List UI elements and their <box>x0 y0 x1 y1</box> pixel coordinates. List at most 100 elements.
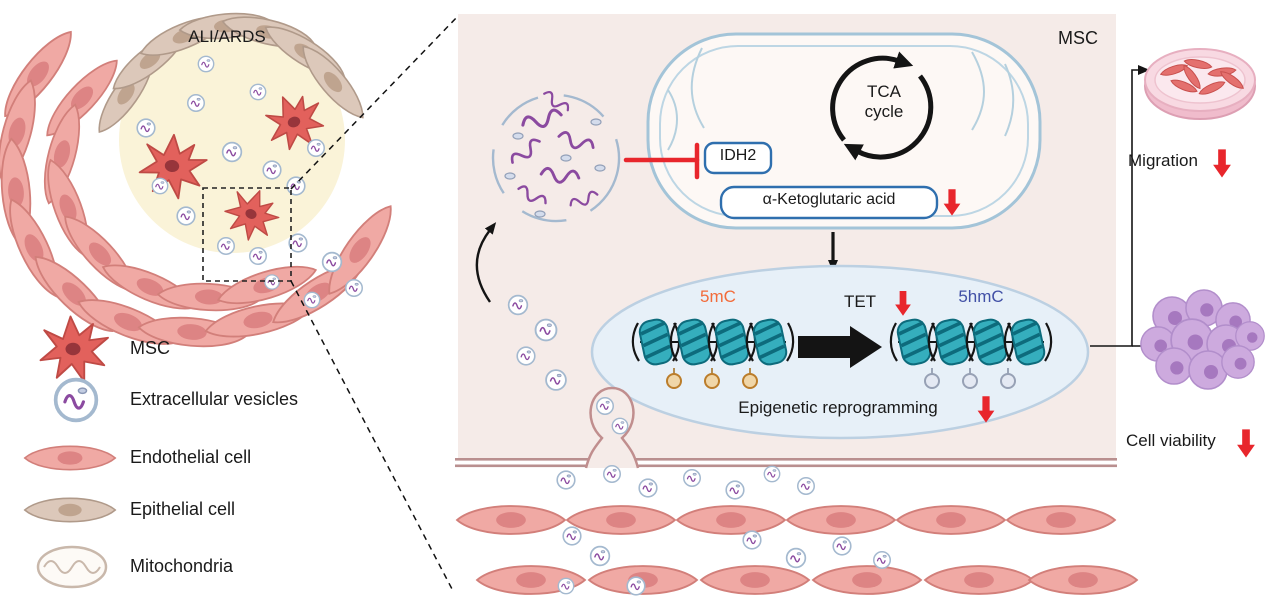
endothelial-cell-icon <box>1028 565 1138 595</box>
extracellular-vesicle-icon <box>611 417 629 435</box>
legend-label-msc: MSC <box>130 338 170 358</box>
extracellular-vesicle-icon <box>345 279 363 297</box>
mitochondria-icon <box>36 545 108 589</box>
alpha-kg-label: α-Ketoglutaric acid <box>762 191 896 208</box>
extracellular-vesicle-icon <box>262 160 282 180</box>
chromatin-5mc <box>631 315 795 389</box>
vesicle-cargo-dot <box>504 172 516 180</box>
extracellular-vesicle-icon <box>151 177 169 195</box>
ali-ards-illustration <box>0 6 460 590</box>
decrease-arrow-icon <box>1237 429 1255 458</box>
extracellular-vesicle-icon <box>516 346 536 366</box>
extracellular-vesicle-icon <box>321 251 343 273</box>
extracellular-vesicle-icon <box>562 526 582 546</box>
alpha-kg-box <box>719 185 939 220</box>
extracellular-vesicle-icon <box>197 55 215 73</box>
msc-panel-label: MSC <box>1058 28 1098 48</box>
spheroid-cell-icon <box>1155 347 1193 385</box>
idh2-label: IDH2 <box>719 147 757 164</box>
legend-label-extracellular-vesicles: Extracellular vesicles <box>130 389 299 409</box>
vesicle-release-trail <box>475 222 567 391</box>
zoom-connector-bottom <box>290 280 453 590</box>
endothelial-cell-icon <box>896 505 1006 535</box>
legend-label-epithelial-cell: Epithelial cell <box>130 499 236 519</box>
zoom-connector-top <box>290 14 460 190</box>
extracellular-vesicle-icon <box>221 141 243 163</box>
extracellular-vesicle-icon <box>303 291 321 309</box>
extracellular-vesicle-icon <box>626 576 646 596</box>
endothelial-cell-icon <box>566 505 676 535</box>
extracellular-vesicle-icon <box>683 469 701 487</box>
endothelial-cell-icon <box>812 565 922 595</box>
exocytosis-bud <box>584 386 640 469</box>
epithelial-cell-icon <box>23 497 117 523</box>
extracellular-vesicle-icon <box>742 530 762 550</box>
extracellular-vesicle-icon <box>217 237 235 255</box>
endothelial-cell-icon <box>700 565 810 595</box>
ev-cargo-cluster <box>491 88 621 223</box>
vesicle-cargo-dot <box>590 118 602 126</box>
five-hmc-label: 5hmC <box>958 287 1004 306</box>
legend-icons <box>23 315 117 589</box>
extracellular-vesicle-icon <box>288 233 308 253</box>
zoom-region-box <box>202 187 292 282</box>
five-mc-label: 5mC <box>700 287 736 306</box>
vesicle-cargo-dot <box>512 132 524 140</box>
extracellular-vesicle-icon <box>286 176 306 196</box>
extracellular-vesicle-icon <box>873 551 891 569</box>
endothelial-cell-icon <box>676 505 786 535</box>
endothelial-cell-icon <box>924 565 1034 595</box>
extracellular-vesicle-icon <box>176 206 196 226</box>
endothelial-cell-icon <box>786 505 896 535</box>
extracellular-vesicle-icon <box>556 470 576 490</box>
tet-label: TET <box>843 292 877 311</box>
extracellular-vesicle-icon <box>545 369 567 391</box>
vesicle-cargo-dot <box>534 210 546 218</box>
migration-label: Migration <box>1128 151 1198 170</box>
endothelial-cell-icon <box>23 445 117 471</box>
extracellular-vesicle-icon <box>603 465 621 483</box>
alveolus-region <box>119 27 345 253</box>
cell-membrane <box>455 458 1117 468</box>
idh2-box <box>703 141 773 175</box>
tca-cycle-arrows-icon <box>830 51 934 161</box>
spheroid-cell-icon <box>1221 345 1255 379</box>
extracellular-vesicle-icon <box>725 480 745 500</box>
extracellular-vesicle-icon <box>307 139 325 157</box>
extracellular-vesicle-icon <box>589 545 611 567</box>
release-curved-arrow <box>475 222 497 303</box>
ali-ards-label: ALI/ARDS <box>188 27 266 46</box>
vesicle-cargo-dot <box>594 164 606 172</box>
tca-cycle-label: TCA cycle <box>864 82 904 122</box>
extracellular-vesicle-icon <box>249 247 267 265</box>
epigenetic-reprogramming-label: Epigenetic reprogramming <box>738 398 938 417</box>
extracellular-vesicle-icon <box>763 465 781 483</box>
extracellular-vesicle-icon <box>507 294 529 316</box>
extracellular-vesicle-icon <box>638 478 658 498</box>
extracellular-vesicle-icon <box>797 477 815 495</box>
endothelial-cell-icon <box>456 505 566 535</box>
vesicle-cargo-dot <box>560 154 572 162</box>
legend-label-endothelial-cell: Endothelial cell <box>130 447 252 467</box>
cell-spheroid-icon <box>1140 289 1265 390</box>
tet-conversion-arrow <box>798 326 882 368</box>
legend-label-mitochondria: Mitochondria <box>130 556 234 576</box>
extracellular-vesicle-icon <box>53 377 99 423</box>
extracellular-vesicle-icon <box>249 83 267 101</box>
extracellular-vesicle-icon <box>832 536 852 556</box>
extracellular-vesicle-icon <box>534 318 558 342</box>
extracellular-vesicle-icon <box>264 274 280 290</box>
spheroid-cell-icon <box>1188 350 1228 390</box>
cell-viability-label: Cell viability <box>1126 431 1216 450</box>
extracellular-vesicle-icon <box>187 94 205 112</box>
endothelial-cell-icon <box>1006 505 1116 535</box>
extracellular-vesicle-icon <box>785 547 807 569</box>
ev-membrane-fragments <box>491 93 621 223</box>
extracellular-vesicle-icon <box>136 118 156 138</box>
extracellular-vesicle-icon <box>557 577 575 595</box>
extracellular-vesicle-icon <box>596 397 614 415</box>
petri-dish-icon <box>1144 48 1256 120</box>
mitochondria-cristae <box>667 47 1015 151</box>
